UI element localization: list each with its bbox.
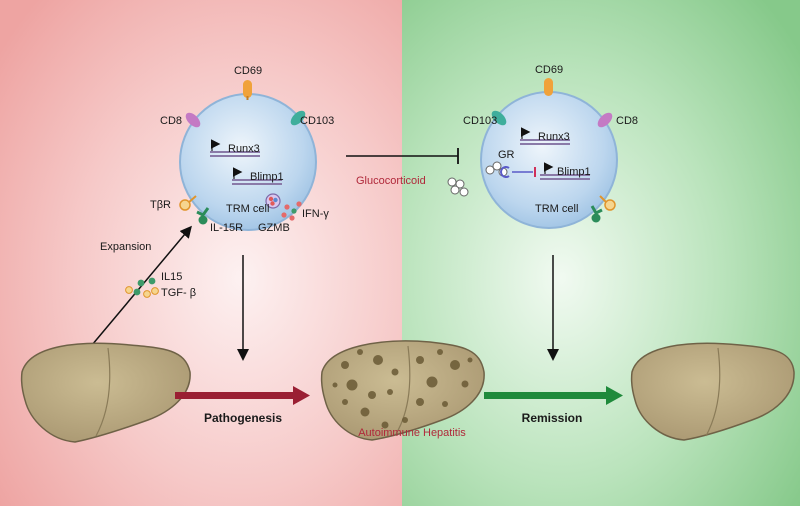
gr-label: GR [498, 149, 515, 161]
trm-cell-label: TRM cell [226, 203, 269, 215]
cd8-receptor-icon [185, 112, 201, 128]
autoimmune-hepatitis-label: Autoimmune Hepatitis [358, 427, 466, 439]
glucocorticoid-label: Glucocorticoid [356, 175, 426, 187]
runx3-label: Runx3 [228, 143, 260, 155]
gzmb-label: GZMB [258, 222, 290, 234]
secreted-dots [281, 201, 302, 221]
tbr-receptor-icon [179, 195, 197, 211]
expansion-label: Expansion [100, 241, 151, 253]
healthy-liver-left [20, 342, 191, 443]
left-trm-cell: CD69 CD8 CD103 Runx3 Blimp1 TRM cell TβR… [150, 65, 334, 234]
tgfb-label: TGF- β [161, 287, 196, 299]
right-cd103-receptor-icon [491, 110, 507, 126]
right-runx3-gene [520, 127, 570, 145]
expansion-arrow [91, 225, 192, 346]
right-cd69-receptor-icon [544, 78, 553, 96]
cd8-label: CD8 [160, 115, 182, 127]
cd69-receptor-icon [243, 80, 252, 98]
il15r-receptor-icon [196, 207, 210, 225]
il15r-label: IL-15R [210, 222, 243, 234]
right-il15r-receptor-icon [590, 205, 603, 223]
pathogenesis-arrow [175, 386, 310, 405]
right-runx3-label: Runx3 [538, 131, 570, 143]
inhibition-line [346, 148, 459, 164]
diseased-liver [320, 340, 485, 441]
blimp1-label: Blimp1 [250, 171, 284, 183]
glucocorticoid-molecules-icon [447, 177, 469, 197]
remission-arrow [484, 386, 623, 405]
granule-icon [265, 193, 281, 209]
right-cd103-label: CD103 [463, 115, 497, 127]
right-cd69-label: CD69 [535, 64, 563, 76]
healthy-liver-right [630, 342, 795, 441]
right-trm-cell-label: TRM cell [535, 203, 578, 215]
right-trm-cell: CD69 CD103 CD8 GR Runx3 Blimp1 TRM cell [463, 64, 638, 229]
pathogenesis-label: Pathogenesis [204, 411, 282, 425]
ifng-label: IFN-γ [302, 208, 329, 220]
right-tbr-receptor-icon [599, 195, 616, 211]
right-blimp1-label: Blimp1 [557, 166, 591, 178]
remission-label: Remission [522, 411, 583, 425]
il15-label: IL15 [161, 271, 182, 283]
cd103-receptor-icon [290, 110, 306, 126]
runx3-gene [210, 139, 260, 157]
cytokine-dots [125, 277, 159, 298]
right-cd8-receptor-icon [597, 112, 613, 128]
cd69-label: CD69 [234, 65, 262, 77]
tbr-label: TβR [150, 199, 171, 211]
cd103-label: CD103 [300, 115, 334, 127]
gr-receptor-icon [485, 161, 536, 178]
right-cd8-label: CD8 [616, 115, 638, 127]
blimp1-gene [232, 167, 282, 185]
right-blimp1-gene [540, 162, 590, 180]
